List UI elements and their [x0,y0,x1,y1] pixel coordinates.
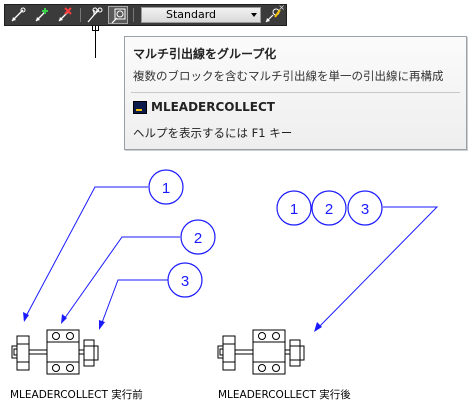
tooltip-title: マルチ引出線をグループ化 [133,47,277,61]
close-icon[interactable]: × [278,3,285,12]
collect-multileader-button[interactable] [108,6,128,24]
remove-leader-button[interactable] [55,6,75,24]
collect-multileader-icon [111,8,126,24]
chevron-down-icon [251,13,257,17]
multileader-toolbar: Standard × [4,4,287,26]
balloon-2-after: 2 [311,190,347,226]
tooltip-description: 複数のブロックを含むマルチ引出線を単一の引出線に再構成 [133,69,444,83]
tooltip-help-text: ヘルプを表示するには F1 キー [133,126,293,140]
add-leader-button[interactable] [32,6,52,24]
caption-before: MLEADERCOLLECT 実行前 [10,389,143,401]
multileader-style-dropdown[interactable]: Standard [141,7,261,23]
svg-text:2: 2 [325,201,333,218]
before-leader-2 [61,236,180,324]
balloon-3-after: 3 [347,190,383,226]
balloon-1-before: 1 [148,169,184,205]
balloon-2-before: 2 [180,219,216,255]
balloon-3-before: 3 [167,262,203,298]
align-multileader-icon [87,7,103,23]
svg-text:3: 3 [361,201,369,218]
svg-text:1: 1 [162,180,170,197]
after-leader [314,206,439,332]
tooltip-divider [131,92,460,93]
align-multileader-button[interactable] [85,6,105,24]
tooltip-command-name: MLEADERCOLLECT [151,100,275,114]
tooltip-pointer-line [95,26,96,58]
before-leader-1 [23,186,148,322]
after-assembly [217,329,305,375]
multileader-button[interactable] [8,6,28,24]
command-tooltip: マルチ引出線をグループ化 複数のブロックを含むマルチ引出線を単一の引出線に再構成… [124,36,467,150]
multileader-style-icon [265,8,281,23]
add-leader-icon [35,8,48,22]
before-leader-3 [99,279,168,330]
style-value: Standard [166,8,217,21]
remove-leader-icon [58,7,72,22]
multileader-icon [11,7,26,22]
svg-text:3: 3 [181,273,189,290]
svg-text:1: 1 [290,201,298,218]
caption-after: MLEADERCOLLECT 実行後 [218,389,351,401]
before-assembly [11,329,99,375]
balloon-1-after: 1 [276,190,312,226]
multileader-style-button[interactable] [263,6,283,24]
illustration: 1 2 3 1 2 3 [11,169,439,375]
command-line-icon [133,101,147,114]
svg-text:2: 2 [194,230,202,247]
